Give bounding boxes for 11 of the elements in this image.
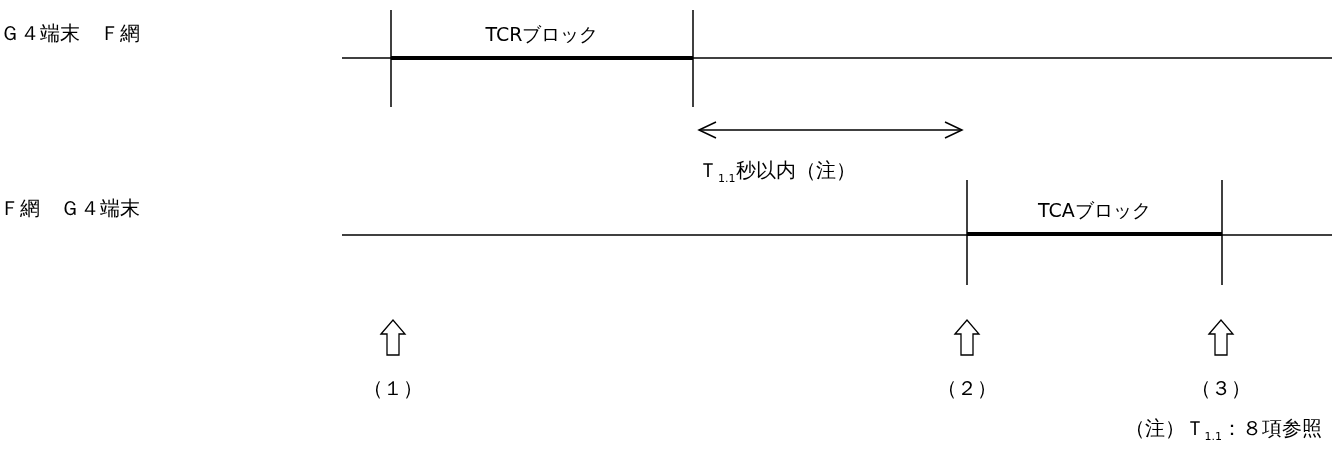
block-label: TCRブロック xyxy=(485,23,599,45)
signal-block xyxy=(391,22,693,60)
point-number: （１） xyxy=(363,376,423,400)
time-limit-label: Ｔ$_{1.1}$秒以内（注） xyxy=(698,158,856,187)
signal-block xyxy=(967,198,1222,236)
signal-direction-label: Ｇ４端末 Ｆ網 xyxy=(0,21,140,45)
point-number: （３） xyxy=(1191,376,1251,400)
note-text: （注）Ｔ$_{1.1}$：８項参照 xyxy=(1124,416,1322,445)
block-label: TCAブロック xyxy=(1038,199,1151,221)
point-number: （２） xyxy=(937,376,997,400)
signal-direction-label: Ｆ網 Ｇ４端末 xyxy=(0,196,140,220)
